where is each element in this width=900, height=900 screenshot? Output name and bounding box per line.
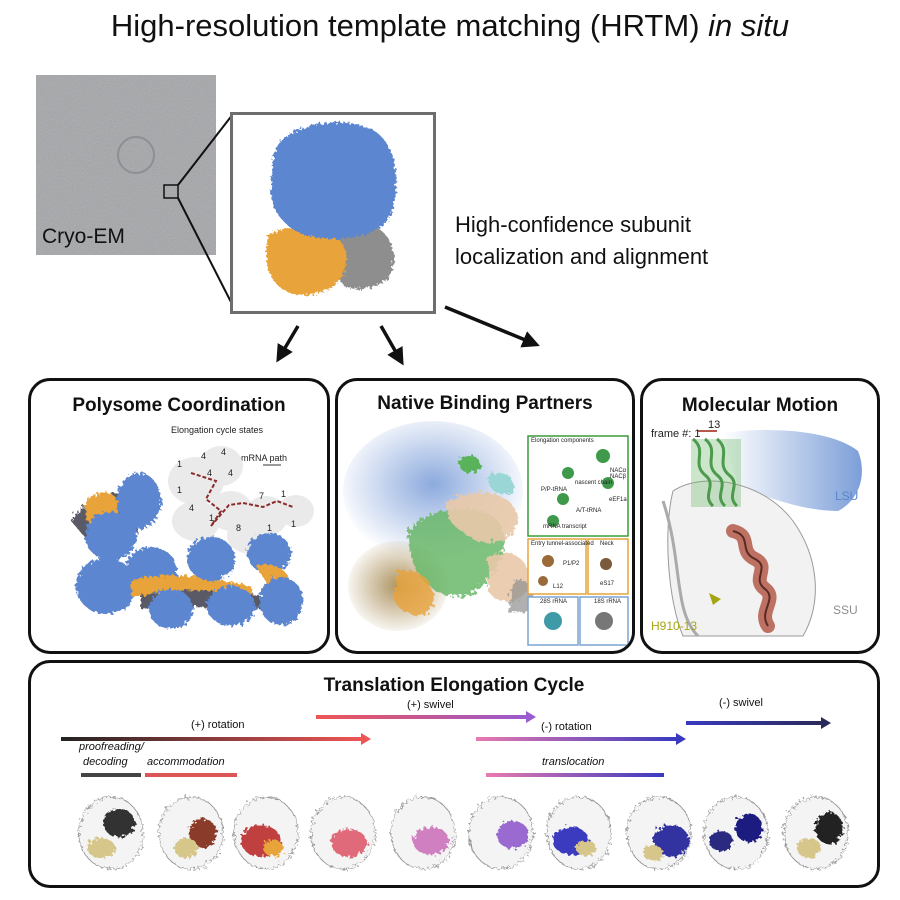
stage-proofreading: proofreading/ (79, 741, 144, 753)
page-title: High-resolution template matching (HRTM)… (110, 8, 790, 43)
stage-accommodation: accommodation (147, 756, 225, 768)
panel-polysome: Polysome Coordination Elongation cycle s… (28, 378, 330, 654)
frame-end-label: 13 (708, 419, 721, 431)
swivel-plus-arrowhead (526, 711, 536, 723)
mrna-path-label: mRNA path (241, 453, 288, 463)
translocation-bar (486, 773, 664, 777)
swivel-plus-bar (316, 715, 526, 719)
panel-binding: Native Binding Partners (335, 378, 635, 654)
stage-decoding: decoding (83, 756, 128, 768)
green-helix-bundle (691, 439, 741, 507)
mrna-path-map (168, 446, 314, 554)
entry-tunnel-box (527, 538, 587, 595)
lsu-density (723, 430, 862, 511)
polysome-title: Polysome Coordination (72, 395, 286, 416)
p1p2-label: P1/P2 (563, 561, 580, 567)
swivel-minus-arrowhead (821, 717, 831, 729)
rrna-18s-title: 18S rRNA (594, 599, 622, 605)
ribosome-zoom-frame (230, 112, 436, 314)
state-number: 1 (209, 513, 214, 523)
localization-text: High-confidence subunit localization and… (455, 212, 709, 269)
entry-tunnel-title: Entry tunnel-associated (531, 541, 594, 547)
helix-label: H910-13 (651, 619, 698, 633)
ribosome-model (266, 122, 397, 295)
lsu-label: LSU (835, 489, 859, 503)
stage-swivel-plus: (+) swivel (407, 699, 454, 711)
state-number: 8 (236, 523, 241, 533)
ssu-gray-density (333, 222, 394, 289)
state-number: 1 (177, 485, 182, 495)
arrow-binding (379, 325, 404, 366)
state-number: 4 (221, 447, 226, 457)
arrow-motion (444, 305, 540, 348)
polysome-ribosomes (71, 473, 303, 629)
entry-tunnel-icons (538, 555, 554, 586)
stage-rotation-plus: (+) rotation (191, 719, 245, 731)
mrna-path-line (190, 472, 294, 527)
elongation-states-label: Elongation cycle states (171, 425, 264, 435)
state-number: 1 (291, 519, 296, 529)
state-number: 1 (281, 489, 286, 499)
state-number: 1 (267, 523, 272, 533)
decoding-bar (81, 773, 141, 777)
l12-label: L12 (553, 584, 564, 590)
state-number: 4 (207, 468, 212, 478)
panel-elongation-cycle: Translation Elongation Cycle (28, 660, 880, 888)
ssu-label: SSU (833, 603, 858, 617)
lsu-blue-density (270, 122, 397, 239)
rotation-minus-arrowhead (676, 733, 686, 745)
red-helix-outline (732, 530, 771, 627)
frame-number-label: frame #: 1 (651, 428, 701, 440)
rotation-minus-bar (476, 737, 676, 741)
rrna-28s-title: 28S rRNA (540, 599, 568, 605)
vesicle-shape (117, 136, 155, 174)
nascent-chain-label: nascent chain (575, 480, 613, 486)
helix-pointer-icon (709, 593, 721, 605)
panel-motion: Molecular Motion frame #: 1 13 LSU SSU H… (640, 378, 880, 654)
state-number: 4 (189, 503, 194, 513)
polysome-render: 1 4 4 1 4 4 4 1 7 1 8 1 1 (71, 446, 314, 629)
selection-box (163, 184, 179, 199)
rotation-plus-bar (61, 737, 361, 741)
ssu-strand (661, 500, 700, 638)
state-numbers: 1 4 4 1 4 4 4 1 7 1 8 1 1 (177, 447, 296, 533)
swivel-minus-bar (686, 721, 821, 725)
ssu-orange-density (266, 226, 347, 295)
es17-icon (600, 558, 612, 570)
rotation-plus-arrowhead (361, 733, 371, 745)
stage-swivel-minus: (-) swivel (719, 697, 763, 709)
neck-title: Neck (600, 541, 614, 547)
nac-beta-label: NACβ (610, 474, 627, 480)
state-number: 7 (259, 491, 264, 501)
eef1a-label: eEF1a (609, 497, 627, 503)
mrna-transcript-label: mRNA transcript (543, 524, 587, 530)
elongation-cycle-title: Translation Elongation Cycle (323, 675, 585, 696)
state-number: 1 (177, 459, 182, 469)
ribosome-snapshots (78, 796, 849, 870)
es17-label: eS17 (600, 581, 615, 587)
rrna-18s-icon (595, 612, 613, 630)
rrna-28s-icon (544, 612, 562, 630)
nac-alpha-label: NACα (610, 468, 627, 474)
binding-render (343, 421, 629, 646)
elongation-cycle-render (61, 711, 849, 870)
cryo-em-label: Cryo-EM (42, 225, 125, 248)
stage-rotation-minus: (-) rotation (541, 721, 592, 733)
motion-title: Molecular Motion (681, 395, 839, 416)
green-helices (691, 437, 739, 508)
binding-title: Native Binding Partners (377, 393, 593, 414)
arrow-polysome (276, 325, 300, 363)
state-number: 4 (228, 468, 233, 478)
pp-trna-label: P/P-tRNA (541, 487, 568, 493)
accommodation-bar (145, 773, 237, 777)
state-number: 4 (201, 451, 206, 461)
at-trna-label: A/T-tRNA (576, 508, 602, 514)
elongation-box-title: Elongation components (531, 438, 594, 444)
elongation-components-icons (547, 449, 614, 527)
stage-translocation: translocation (542, 756, 605, 768)
motion-render (661, 430, 862, 638)
binding-densities (393, 455, 533, 615)
